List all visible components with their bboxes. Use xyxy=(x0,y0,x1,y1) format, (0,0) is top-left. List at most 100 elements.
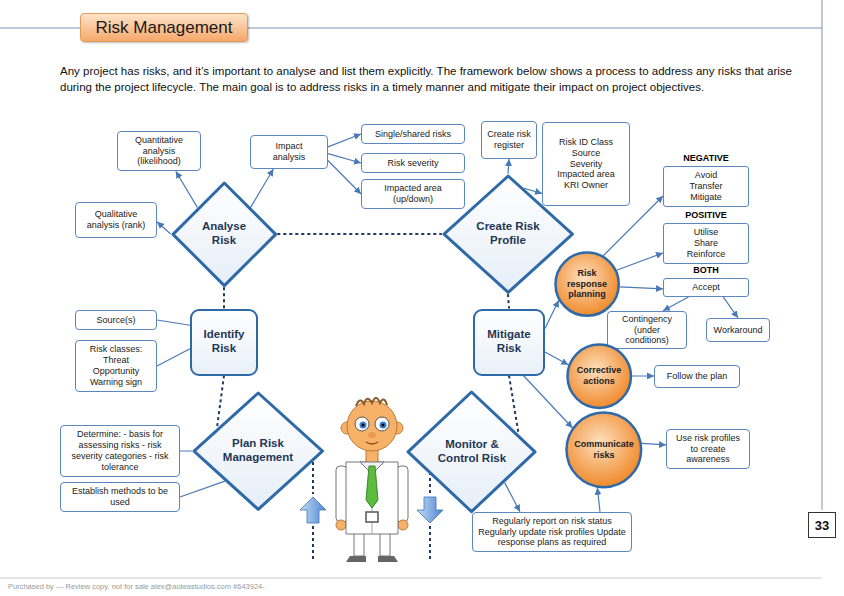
cycle-link xyxy=(508,294,509,308)
cycle-link xyxy=(509,376,519,435)
connector-arrow xyxy=(328,134,361,147)
diamond-shape xyxy=(173,183,276,286)
node-text: Establish methods to be used xyxy=(66,486,174,508)
cartoon-man xyxy=(398,520,408,530)
cartoon-man xyxy=(366,466,378,508)
node-text: Create Risk Profile xyxy=(468,220,548,248)
response-group: BOTH Accept xyxy=(663,265,749,297)
group-heading: NEGATIVE xyxy=(663,153,749,164)
node-text: Analyse Risk xyxy=(194,220,254,248)
node-text: Impact analysis xyxy=(263,141,315,163)
node-text: 33 xyxy=(815,518,829,533)
circle-shape xyxy=(567,344,630,407)
connector-arrow xyxy=(523,376,572,429)
connector-arrow xyxy=(505,483,520,512)
connector-arrow xyxy=(619,287,663,289)
cartoon-man xyxy=(366,512,378,522)
detail-box: Create risk register xyxy=(481,121,537,159)
detail-box: Regularly report on risk status Regularl… xyxy=(472,512,632,552)
connector-arrow xyxy=(632,375,654,376)
frame-line xyxy=(0,578,822,579)
connector-arrow xyxy=(180,481,225,497)
detail-box: Impacted area (up/down) xyxy=(361,179,465,209)
node-text: Workaround xyxy=(711,325,765,336)
group-heading: BOTH xyxy=(663,265,749,276)
node-text: Avoid Transfer Mitigate xyxy=(663,166,749,206)
node-text: Qualitative analysis (rank) xyxy=(80,209,152,231)
step-box: Identify Risk xyxy=(190,309,258,376)
watermark-footer: Purchased by --- Review copy, not for sa… xyxy=(8,582,428,591)
node-text: Risk response planning xyxy=(564,268,610,300)
node-text: Regularly report on risk status Regularl… xyxy=(477,516,627,548)
cycle-dotted-line xyxy=(312,526,314,560)
cartoon-man xyxy=(346,462,398,534)
cartoon-man xyxy=(397,466,408,522)
node-text: Plan Risk Management xyxy=(218,437,298,465)
connector-arrow xyxy=(545,352,568,365)
connector-arrow xyxy=(157,222,171,234)
cycle-link xyxy=(223,287,225,308)
connector-arrow xyxy=(663,297,689,311)
cartoon-man xyxy=(336,466,347,522)
detail-box: Use risk profiles to create awareness xyxy=(666,429,750,469)
cartoon-man xyxy=(336,398,408,562)
connector-arrow xyxy=(180,450,192,451)
analysis-box: Qualitative analysis (rank) xyxy=(75,202,157,238)
node-text: Single/shared risks xyxy=(366,129,460,140)
intro-paragraph: Any project has risks, and it’s importan… xyxy=(60,64,792,95)
action-circle: Risk response planning xyxy=(554,251,620,317)
diamond-shape xyxy=(444,176,572,292)
connector-arrow xyxy=(597,488,600,512)
connector-arrow xyxy=(157,349,190,366)
node-text: Create risk register xyxy=(486,129,532,151)
cartoon-man xyxy=(336,520,346,530)
cartoon-man xyxy=(380,532,390,556)
connector-arrow xyxy=(328,161,361,195)
cartoon-man xyxy=(346,556,366,562)
node-text: Impacted area (up/down) xyxy=(366,183,460,205)
cartoon-man xyxy=(380,422,387,429)
action-circle: Corrective actions xyxy=(566,343,632,409)
response-group: POSITIVEUtilise Share Reinforce xyxy=(663,210,749,263)
detail-box: Risk severity xyxy=(361,153,465,173)
step-diamond: Create Risk Profile xyxy=(442,174,574,294)
detail-box: Single/shared risks xyxy=(361,124,465,144)
circle-shape xyxy=(555,252,618,315)
cartoon-man xyxy=(360,422,367,429)
cycle-dotted-line xyxy=(312,462,314,494)
cartoon-man xyxy=(362,424,365,427)
node-text: Corrective actions xyxy=(573,365,625,387)
frame-line xyxy=(822,0,823,510)
connector-arrow xyxy=(176,171,198,207)
connector-arrow xyxy=(251,169,274,207)
cycle-link xyxy=(277,233,441,235)
detail-box: Source(s) xyxy=(75,310,157,330)
cartoon-man xyxy=(347,401,397,451)
detail-box: Contingency (under conditions) xyxy=(607,311,687,349)
node-text: Accept xyxy=(663,278,749,297)
detail-box: Establish methods to be used xyxy=(60,482,180,512)
detail-box: Workaround xyxy=(706,318,770,342)
node-text: Identify Risk xyxy=(196,328,252,356)
cartoon-man xyxy=(368,432,376,438)
step-diamond: Monitor & Control Risk xyxy=(406,390,537,514)
node-text: Use risk profiles to create awareness xyxy=(671,433,745,465)
node-text: Source(s) xyxy=(80,315,152,326)
cartoon-man xyxy=(382,424,385,427)
node-text: Risk severity xyxy=(366,158,460,169)
connector-arrow xyxy=(642,443,666,445)
cartoon-man xyxy=(356,398,387,406)
action-circle: Communicate risks xyxy=(565,411,643,489)
step-diamond: Plan Risk Management xyxy=(192,391,324,511)
down-arrow xyxy=(417,497,443,523)
node-text: Mitigate Risk xyxy=(479,328,539,356)
up-arrow xyxy=(300,497,326,523)
node-text: Risk classes: Threat Opportunity Warning… xyxy=(80,344,152,387)
group-heading: POSITIVE xyxy=(663,210,749,221)
diamond-shape xyxy=(194,393,322,509)
page-title: Risk Management xyxy=(95,18,232,38)
attribute-list-box: Risk ID Class Source Severity Impacted a… xyxy=(542,122,630,206)
detail-box: Follow the plan xyxy=(654,365,740,388)
connector-arrow xyxy=(545,300,559,328)
